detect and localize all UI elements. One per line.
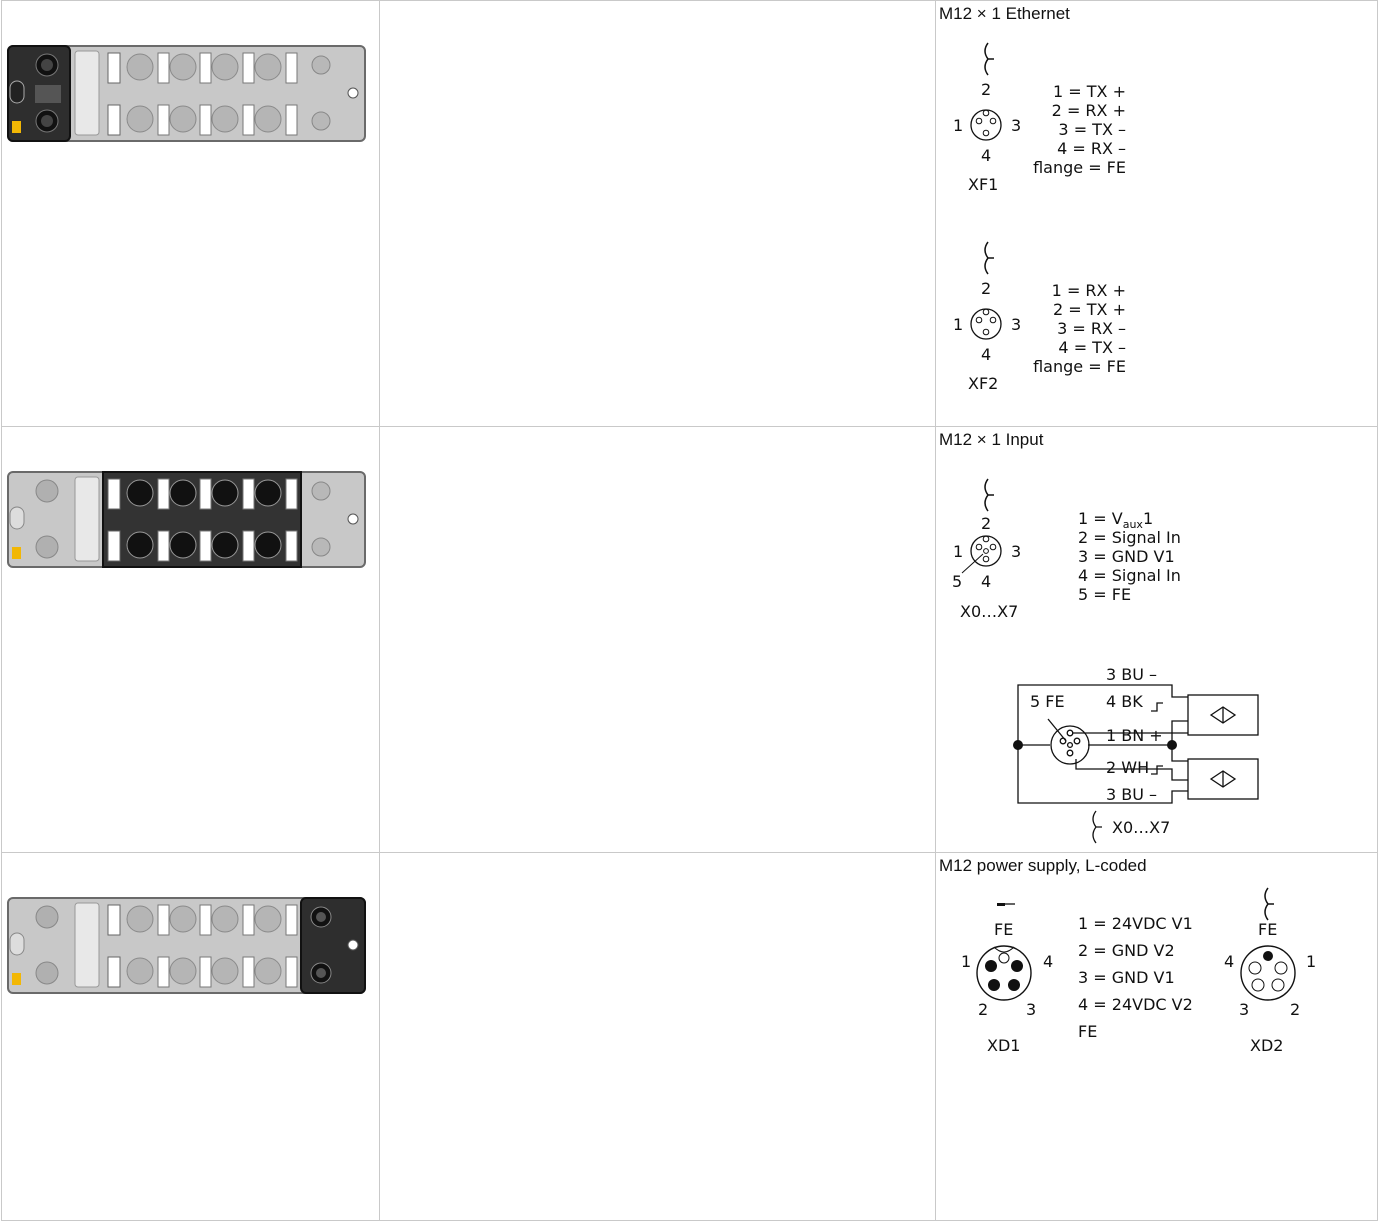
section-title: M12 power supply, L-coded <box>939 856 1147 875</box>
table-row-power: M12 power supply, L-coded FE 1 4 2 3 X <box>1 852 1378 1221</box>
svg-text:4 = 24VDC V2: 4 = 24VDC V2 <box>1078 995 1193 1014</box>
svg-text:2 = RX +: 2 = RX + <box>1052 101 1126 120</box>
svg-text:2: 2 <box>978 1000 988 1019</box>
svg-text:3 BU –: 3 BU – <box>1106 785 1157 804</box>
section-title: M12 × 1 Input <box>939 430 1044 449</box>
power-pin-list: 1 = 24VDC V1 2 = GND V2 3 = GND V1 4 = 2… <box>1078 914 1193 1041</box>
table-row-input: M12 × 1 Input 2 1 3 4 5 X0…X7 1 = V <box>1 426 1378 853</box>
svg-text:1: 1 <box>961 952 971 971</box>
blank-cell <box>379 0 936 427</box>
female-symbol-icon <box>984 241 994 275</box>
svg-text:3 BU –: 3 BU – <box>1106 665 1157 684</box>
svg-text:2 = TX +: 2 = TX + <box>1053 300 1126 319</box>
svg-text:1: 1 <box>953 116 963 135</box>
power-pinout-diagram: FE 1 4 2 3 XD1 1 = 24VDC V1 2 = GND V2 3… <box>961 887 1316 1055</box>
svg-text:3: 3 <box>1011 116 1021 135</box>
connector-label: XF1 <box>968 175 998 194</box>
connector-x0-x7: 2 1 3 4 5 X0…X7 1 = Vaux1 2 = Signal In … <box>952 478 1181 621</box>
svg-text:3 = RX –: 3 = RX – <box>1057 319 1126 338</box>
svg-text:4 = TX –: 4 = TX – <box>1058 338 1126 357</box>
female-symbol-icon <box>1092 810 1102 844</box>
svg-text:FE: FE <box>1078 1022 1097 1041</box>
female-symbol-icon <box>984 42 994 76</box>
svg-text:flange = FE: flange = FE <box>1033 357 1126 376</box>
svg-text:2: 2 <box>981 514 991 533</box>
svg-text:5 = FE: 5 = FE <box>1078 585 1131 604</box>
ethernet-pinout-diagram: 2 1 3 4 XF1 1 = TX + 2 = RX + 3 = TX – 4… <box>953 42 1126 393</box>
connector-label: XD2 <box>1250 1036 1283 1055</box>
pinout-cell-input: M12 × 1 Input 2 1 3 4 5 X0…X7 1 = V <box>935 426 1378 853</box>
svg-text:3 = TX –: 3 = TX – <box>1058 120 1126 139</box>
junction-dot <box>1167 740 1177 750</box>
svg-text:FE: FE <box>1258 920 1277 939</box>
svg-text:2: 2 <box>981 279 991 298</box>
module-image-power-highlight <box>7 897 366 994</box>
module-image-input-highlight <box>7 471 366 568</box>
svg-text:2: 2 <box>981 80 991 99</box>
female-symbol-icon <box>984 478 994 512</box>
svg-text:X0…X7: X0…X7 <box>1112 818 1170 837</box>
svg-text:5 FE: 5 FE <box>1030 692 1065 711</box>
module-image-ethernet-highlight <box>7 45 366 142</box>
svg-text:1 = RX +: 1 = RX + <box>1052 281 1126 300</box>
svg-text:4 = Signal In: 4 = Signal In <box>1078 566 1181 585</box>
connector-label: X0…X7 <box>960 602 1018 621</box>
module-image-cell <box>1 0 380 427</box>
connector-label: XF2 <box>968 374 998 393</box>
svg-text:2 = Signal In: 2 = Signal In <box>1078 528 1181 547</box>
input-pinout-diagram: 2 1 3 4 5 X0…X7 1 = Vaux1 2 = Signal In … <box>952 478 1259 844</box>
connector-xd1: FE 1 4 2 3 XD1 <box>961 903 1053 1055</box>
svg-text:4 BK: 4 BK <box>1106 692 1143 711</box>
svg-text:3 = GND V1: 3 = GND V1 <box>1078 547 1175 566</box>
svg-text:1 = 24VDC V1: 1 = 24VDC V1 <box>1078 914 1193 933</box>
pinout-cell-power: M12 power supply, L-coded FE 1 4 2 3 X <box>935 852 1378 1221</box>
svg-text:3: 3 <box>1011 315 1021 334</box>
junction-dot <box>1013 740 1023 750</box>
svg-text:4: 4 <box>981 146 991 165</box>
connector-xf2: 2 1 3 4 XF2 1 = RX + 2 = TX + 3 = RX – 4… <box>953 241 1126 393</box>
svg-text:4: 4 <box>1043 952 1053 971</box>
connector-label: XD1 <box>987 1036 1020 1055</box>
svg-text:1: 1 <box>1306 952 1316 971</box>
svg-text:2 = GND V2: 2 = GND V2 <box>1078 941 1175 960</box>
female-symbol-icon <box>1264 887 1274 921</box>
svg-text:1 = TX +: 1 = TX + <box>1053 82 1126 101</box>
svg-text:FE: FE <box>994 920 1013 939</box>
connector-xd2: FE 4 1 3 2 XD2 <box>1224 887 1316 1055</box>
wiring-diagram <box>1017 684 1259 844</box>
svg-text:flange = FE: flange = FE <box>1033 158 1126 177</box>
svg-text:3: 3 <box>1011 542 1021 561</box>
svg-text:4: 4 <box>981 345 991 364</box>
svg-text:1 BN +: 1 BN + <box>1106 726 1163 745</box>
svg-text:2: 2 <box>1290 1000 1300 1019</box>
svg-text:5: 5 <box>952 572 962 591</box>
svg-text:1 = Vaux1: 1 = Vaux1 <box>1078 509 1153 531</box>
svg-text:4: 4 <box>981 572 991 591</box>
module-image-cell <box>1 426 380 853</box>
svg-text:2 WH: 2 WH <box>1106 758 1149 777</box>
svg-text:1: 1 <box>953 542 963 561</box>
svg-text:3: 3 <box>1026 1000 1036 1019</box>
section-title: M12 × 1 Ethernet <box>939 4 1070 23</box>
blank-cell <box>379 852 936 1221</box>
svg-text:3: 3 <box>1239 1000 1249 1019</box>
module-image-cell <box>1 852 380 1221</box>
pinout-cell-ethernet: M12 × 1 Ethernet 2 1 3 4 XF1 1 = TX + 2 … <box>935 0 1378 427</box>
blank-cell <box>379 426 936 853</box>
connector-xf1: 2 1 3 4 XF1 1 = TX + 2 = RX + 3 = TX – 4… <box>953 42 1126 194</box>
table-row-ethernet: M12 × 1 Ethernet 2 1 3 4 XF1 1 = TX + 2 … <box>1 0 1378 427</box>
svg-text:1: 1 <box>953 315 963 334</box>
svg-text:4: 4 <box>1224 952 1234 971</box>
svg-text:4 = RX –: 4 = RX – <box>1057 139 1126 158</box>
wire-labels: 3 BU – 5 FE 4 BK 1 BN + 2 WH 3 BU – X0…X… <box>1030 665 1170 837</box>
svg-text:3 = GND V1: 3 = GND V1 <box>1078 968 1175 987</box>
